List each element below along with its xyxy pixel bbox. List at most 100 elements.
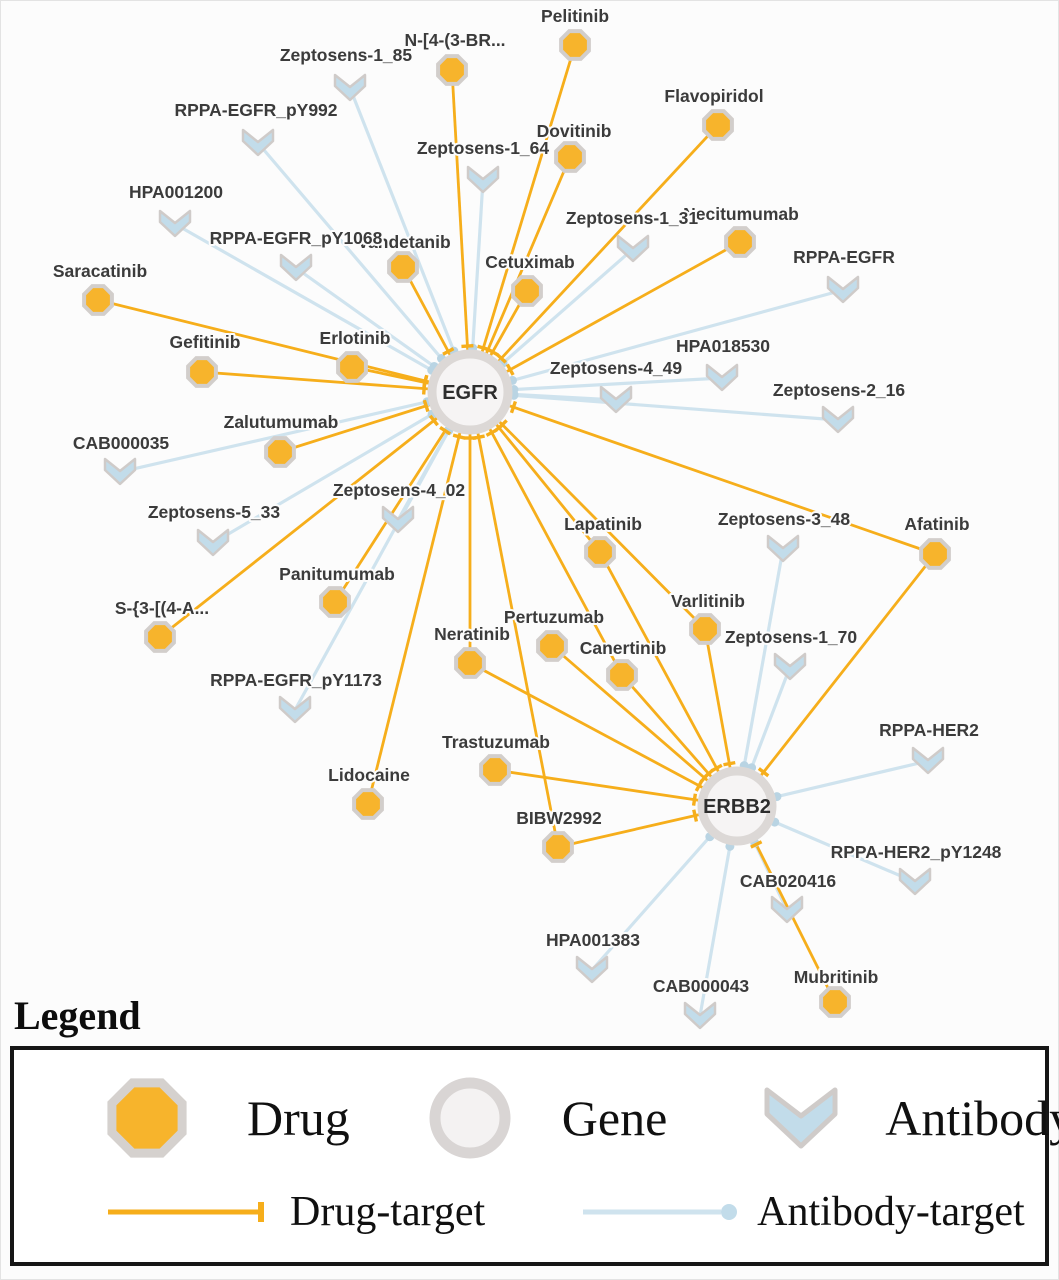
drug-edge-endpoint [691, 793, 698, 806]
drug-node[interactable] [584, 536, 616, 568]
antibody-node[interactable] [766, 534, 800, 563]
gene-node[interactable] [697, 766, 777, 846]
antibody-node[interactable] [279, 253, 313, 282]
drug-target-edge [159, 390, 471, 639]
drug-node[interactable] [454, 647, 486, 679]
legend-item-drug-edge: Drug-target [106, 1188, 485, 1236]
label-layer: EGFRERBB2PelitinibN-[4-(3-BR...Dovitinib… [51, 4, 1004, 998]
node-label: Zeptosens-1_85 [280, 45, 413, 65]
drug-node[interactable] [436, 54, 468, 86]
node-label: RPPA-HER2 [879, 720, 979, 740]
antibody-node[interactable] [826, 275, 860, 304]
legend-antibody-edge-label: Antibody-target [757, 1189, 1025, 1235]
gene-icon [429, 1077, 511, 1159]
antibody-node[interactable] [333, 73, 367, 102]
node-label: CAB000043 [653, 976, 750, 996]
drug-target-edge [468, 44, 577, 393]
antibody-node[interactable] [898, 867, 932, 896]
node-label: CAB000035 [73, 433, 170, 453]
drug-node[interactable] [387, 251, 419, 283]
drug-edge-endpoint [495, 352, 507, 364]
node-label: Lapatinib [564, 514, 642, 534]
drug-node[interactable] [536, 630, 568, 662]
drug-edge-endpoint [757, 767, 770, 778]
node-label: RPPA-EGFR_pY1068 [210, 228, 383, 248]
legend-antibody-label: Antibody [885, 1090, 1059, 1146]
legend-drug-label: Drug [247, 1090, 350, 1146]
node-label: RPPA-EGFR_pY1173 [210, 670, 382, 690]
drug-edge-endpoint [496, 419, 508, 431]
drug-target-edge [468, 391, 560, 848]
legend-drug-edge-label: Drug-target [290, 1189, 486, 1235]
antibody-node[interactable] [466, 165, 500, 194]
antibody-node[interactable] [599, 385, 633, 414]
antibody-target-edge [469, 390, 839, 422]
drug-node[interactable] [186, 356, 218, 388]
drug-edge-endpoint [694, 779, 704, 792]
antibody-node[interactable] [158, 209, 192, 238]
drug-node[interactable] [264, 436, 296, 468]
drug-target-edge [735, 553, 937, 807]
node-label: Pertuzumab [504, 607, 604, 627]
drug-target-edge [468, 124, 720, 393]
node-label: Pelitinib [541, 6, 609, 26]
drug-node[interactable] [724, 226, 756, 258]
drug-edge-endpoint [505, 363, 515, 376]
drug-target-edge [468, 391, 624, 676]
antibody-node[interactable] [911, 746, 945, 775]
drug-node[interactable] [689, 613, 721, 645]
node-label: Zeptosens-5_33 [148, 502, 281, 522]
gene-node[interactable] [427, 349, 513, 435]
drug-node[interactable] [819, 986, 851, 1018]
node-label: Panitumumab [279, 564, 395, 584]
drug-target-edge [469, 391, 706, 630]
drug-target-edge [494, 768, 738, 808]
drug-node[interactable] [919, 538, 951, 570]
antibody-node[interactable] [705, 363, 739, 392]
node-label: Neratinib [434, 624, 510, 644]
antibody-node[interactable] [821, 405, 855, 434]
drug-node[interactable] [542, 831, 574, 863]
drug-node[interactable] [352, 788, 384, 820]
drug-target-edge [469, 390, 936, 556]
legend-title: Legend [14, 993, 141, 1038]
drug-node[interactable] [82, 284, 114, 316]
antibody-node[interactable] [616, 234, 650, 263]
antibody-node[interactable] [278, 695, 312, 724]
node-label: Canertinib [580, 638, 667, 658]
node-label: RPPA-EGFR_pY992 [174, 100, 337, 120]
legend-gene-label: Gene [561, 1090, 668, 1146]
node-label: Zeptosens-3_48 [718, 509, 851, 529]
antibody-node[interactable] [103, 457, 137, 486]
drug-node[interactable] [336, 351, 368, 383]
node-label: HPA001200 [129, 182, 223, 202]
antibody-node[interactable] [575, 955, 609, 984]
drug-edge-endpoint [472, 434, 485, 440]
drug-node[interactable] [144, 621, 176, 653]
drug-node[interactable] [479, 754, 511, 786]
antibody-target-edge [293, 391, 472, 711]
drug-node[interactable] [554, 141, 586, 173]
antibody-node[interactable] [770, 895, 804, 924]
drug-target-edge [97, 298, 471, 394]
node-label: HPA001383 [546, 930, 640, 950]
antibody-node[interactable] [241, 128, 275, 157]
node-label: Zeptosens-1_31 [566, 208, 699, 228]
antibody-node[interactable] [683, 1001, 717, 1030]
drug-icon [107, 1078, 187, 1158]
drug-node[interactable] [702, 109, 734, 141]
antibody-node[interactable] [381, 505, 415, 534]
drug-node[interactable] [606, 659, 638, 691]
legend-item-gene: Gene [422, 1070, 668, 1166]
node-label: N-[4-(3-BR... [404, 30, 505, 50]
antibody-target-edge [256, 141, 472, 394]
drug-node[interactable] [511, 275, 543, 307]
drug-node[interactable] [319, 586, 351, 618]
drug-node[interactable] [559, 29, 591, 61]
drug-edge-endpoint [486, 347, 499, 357]
antibody-node[interactable] [773, 652, 807, 681]
antibody-target-edge [212, 390, 471, 545]
antibody-node[interactable] [196, 528, 230, 557]
node-label: Necitumumab [683, 204, 799, 224]
